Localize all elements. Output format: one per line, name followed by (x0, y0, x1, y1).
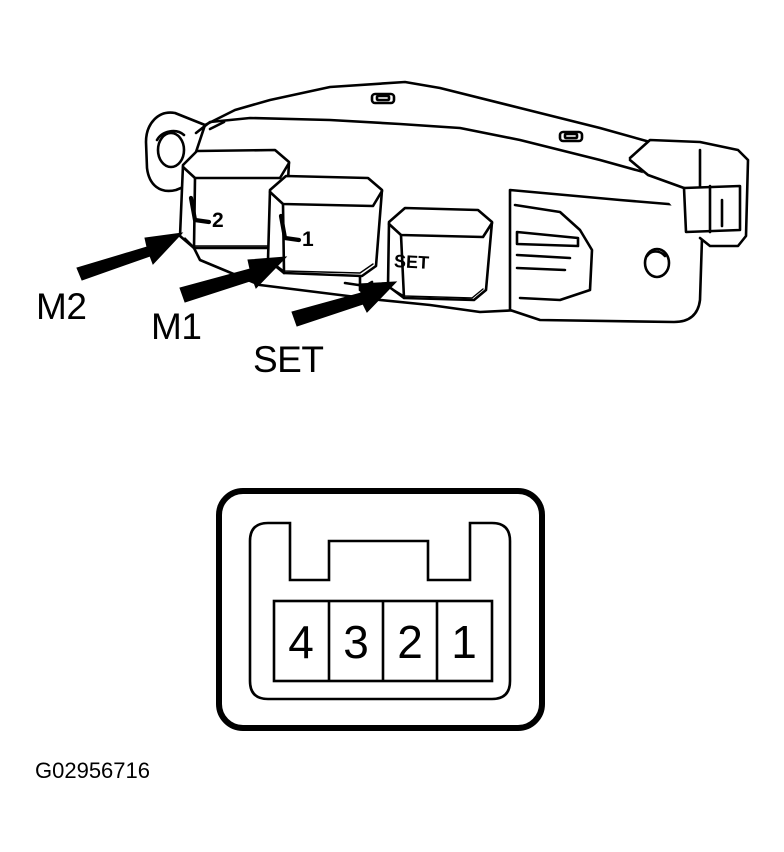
m1-button-number: 1 (302, 228, 314, 251)
pin-3-label: 3 (343, 616, 369, 668)
m1-callout-label: M1 (151, 306, 202, 347)
figure-id-label: G02956716 (35, 758, 150, 783)
callout-arrows (76, 232, 398, 327)
left-mounting-hole (156, 131, 186, 169)
set-button-text: SET (394, 251, 430, 273)
set-button[interactable] (386, 206, 494, 302)
pin-cells (272, 599, 494, 683)
right-mounting-hole (643, 247, 671, 279)
connector-face (216, 488, 545, 731)
m2-seat-icon (188, 195, 212, 225)
memory-switch: 2 1 SET (144, 80, 750, 324)
m1-button[interactable] (266, 174, 384, 278)
set-arrow-icon (291, 281, 398, 327)
pin-4-label: 4 (288, 616, 314, 668)
connector-pin-labels: 4 3 2 1 (288, 616, 477, 668)
m1-arrow-icon (179, 256, 288, 303)
connector-inner-outline (248, 521, 512, 701)
connector-outer-shell (216, 488, 545, 731)
m2-button-number: 2 (212, 209, 224, 232)
m1-seat-icon (278, 213, 302, 243)
m2-arrow-icon (76, 232, 184, 281)
set-callout-label: SET (253, 339, 324, 380)
pin-2-label: 2 (397, 616, 423, 668)
pin-1-label: 1 (451, 616, 477, 668)
m2-callout-label: M2 (36, 286, 87, 327)
